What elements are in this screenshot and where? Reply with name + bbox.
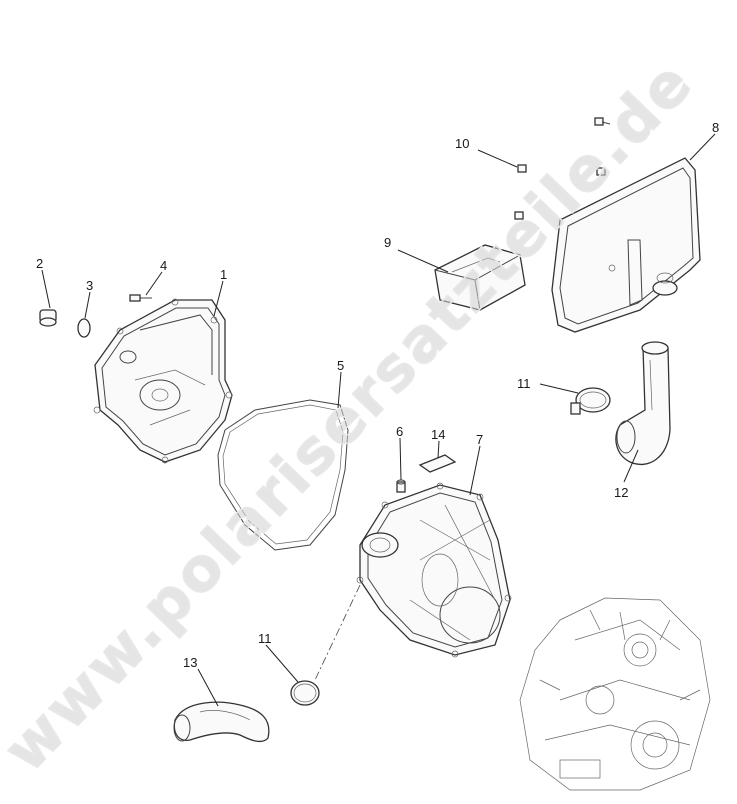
callout-6: 6 [396,424,403,439]
assembly-centerline [314,584,361,681]
part-bolts-housing [514,117,611,220]
part-bracket [434,244,526,311]
callout-5: 5 [337,358,344,373]
part-intake-duct-upper [615,341,671,466]
callout-3: 3 [86,278,93,293]
callout-8: 8 [712,120,719,135]
callout-12: 12 [614,485,628,500]
part-outer-clutch-cover [93,298,233,464]
engine-reference-thumbnail [519,597,711,791]
callout-4: 4 [160,258,167,273]
part-plug [39,309,57,327]
callout-10: 10 [455,136,469,151]
part-o-ring-small [77,318,91,338]
part-bolt-inner [396,479,406,493]
leader-lines [41,133,716,707]
part-intake-duct-lower [173,701,270,743]
callout-numbers: 1 2 3 4 5 6 14 7 8 9 10 11 12 11 13 [36,120,719,670]
watermark-text: www.polarisersatzteile.de [0,47,707,786]
callout-14: 14 [431,427,445,442]
part-hose-clamp-lower [290,680,320,706]
callout-11-lower: 11 [258,631,272,646]
callout-9: 9 [384,235,391,250]
part-cover-seal [217,399,349,551]
callout-13: 13 [183,655,197,670]
part-hose-clamp-upper [570,387,611,415]
part-inner-clutch-cover [356,482,512,658]
part-air-box-housing [551,157,701,333]
callout-11-upper: 11 [517,376,531,391]
callout-7: 7 [476,432,483,447]
callout-2: 2 [36,256,43,271]
part-label [418,454,457,473]
part-screw-cover [129,294,152,302]
callout-1: 1 [220,267,227,282]
